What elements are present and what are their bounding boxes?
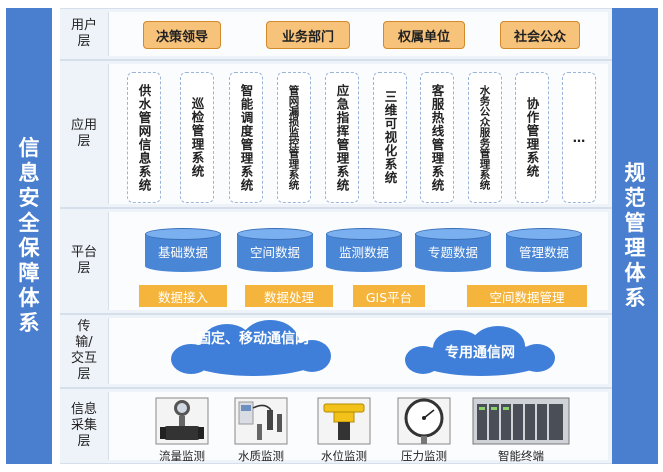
plc-terminal-icon: [471, 396, 571, 446]
layer-label: 应用层: [70, 118, 97, 149]
flow-meter-icon: [154, 396, 210, 446]
device-water-level-monitor: 水位监测: [313, 396, 375, 464]
layer-label: 用户层: [70, 18, 97, 49]
app-dispatch: 智能调度管理系统: [229, 72, 263, 203]
device-water-quality-monitor: 水质监测: [230, 396, 292, 464]
platform-layer: 平台层 基础数据 空间数据 监测数据 专题数据 管理数据 数据接入 数据处理 G…: [60, 208, 612, 314]
level-sensor-icon: [316, 396, 372, 446]
device-smart-terminal: 智能终端: [469, 396, 573, 464]
device-pressure-monitor: 压力监测: [393, 396, 455, 464]
app-more: …: [562, 72, 596, 203]
function-gis-platform: GIS平台: [353, 285, 425, 307]
database-spatial: 空间数据: [237, 228, 313, 272]
network-dedicated-cloud: 专用通信网: [405, 326, 555, 380]
database-basic: 基础数据: [145, 228, 221, 272]
function-data-processing: 数据处理: [245, 285, 333, 307]
platform-layer-content: 基础数据 空间数据 监测数据 专题数据 管理数据 数据接入 数据处理 GIS平台…: [108, 212, 608, 310]
collection-layer: 信息采集层 流量监测: [60, 388, 612, 464]
user-affiliated-unit: 权属单位: [383, 21, 465, 49]
database-management: 管理数据: [506, 228, 582, 272]
layer-label: 信息采集层: [70, 402, 97, 449]
application-layer-content: 供水管网信息系统 巡检管理系统 智能调度管理系统 管网漏损监控管理系统 应急指挥…: [108, 64, 608, 204]
layer-label: 传输/交互层: [70, 319, 97, 382]
water-quality-sensor-icon: [233, 396, 289, 446]
user-layer: 用户层 决策领导 业务部门 权属单位 社会公众: [60, 8, 612, 60]
security-system-label: 信息安全保障体系: [18, 136, 40, 335]
function-data-access: 数据接入: [139, 285, 227, 307]
app-pipe-network-info: 供水管网信息系统: [127, 72, 161, 203]
application-layer: 应用层 供水管网信息系统 巡检管理系统 智能调度管理系统 管网漏损监控管理系统 …: [60, 60, 612, 208]
function-spatial-data-management: 空间数据管理: [467, 285, 587, 307]
user-layer-content: 决策领导 业务部门 权属单位 社会公众: [108, 12, 608, 56]
network-fixed-mobile-cloud: 固定、移动通信网: [171, 320, 331, 382]
app-collaboration: 协作管理系统: [515, 72, 549, 203]
app-3d-visualization: 三维可视化系统: [373, 72, 407, 203]
user-decision-leader: 决策领导: [143, 21, 221, 49]
app-hotline: 客服热线管理系统: [420, 72, 454, 203]
management-system-bar: 规范管理体系: [612, 8, 658, 464]
pressure-gauge-icon: [396, 396, 452, 446]
app-emergency-command: 应急指挥管理系统: [325, 72, 359, 203]
network-fixed-mobile-label: 固定、移动通信网: [197, 331, 309, 347]
database-monitoring: 监测数据: [326, 228, 402, 272]
transport-layer: 传输/交互层 固定、移动通信网 专用通信网: [60, 314, 612, 388]
app-public-service: 水务公众服务管理系统: [468, 72, 502, 203]
collection-layer-content: 流量监测 水质监测: [108, 392, 608, 463]
app-inspection: 巡检管理系统: [180, 72, 214, 203]
layer-label: 平台层: [70, 245, 97, 276]
management-system-label: 规范管理体系: [624, 161, 646, 310]
app-leakage-monitor: 管网漏损监控管理系统: [277, 72, 311, 203]
device-flow-monitor: 流量监测: [151, 396, 213, 464]
user-public: 社会公众: [500, 21, 580, 49]
user-business-department: 业务部门: [266, 21, 350, 49]
security-system-bar: 信息安全保障体系: [6, 8, 52, 464]
network-dedicated-label: 专用通信网: [445, 345, 515, 361]
database-thematic: 专题数据: [415, 228, 491, 272]
transport-layer-content: 固定、移动通信网 专用通信网: [108, 318, 608, 384]
